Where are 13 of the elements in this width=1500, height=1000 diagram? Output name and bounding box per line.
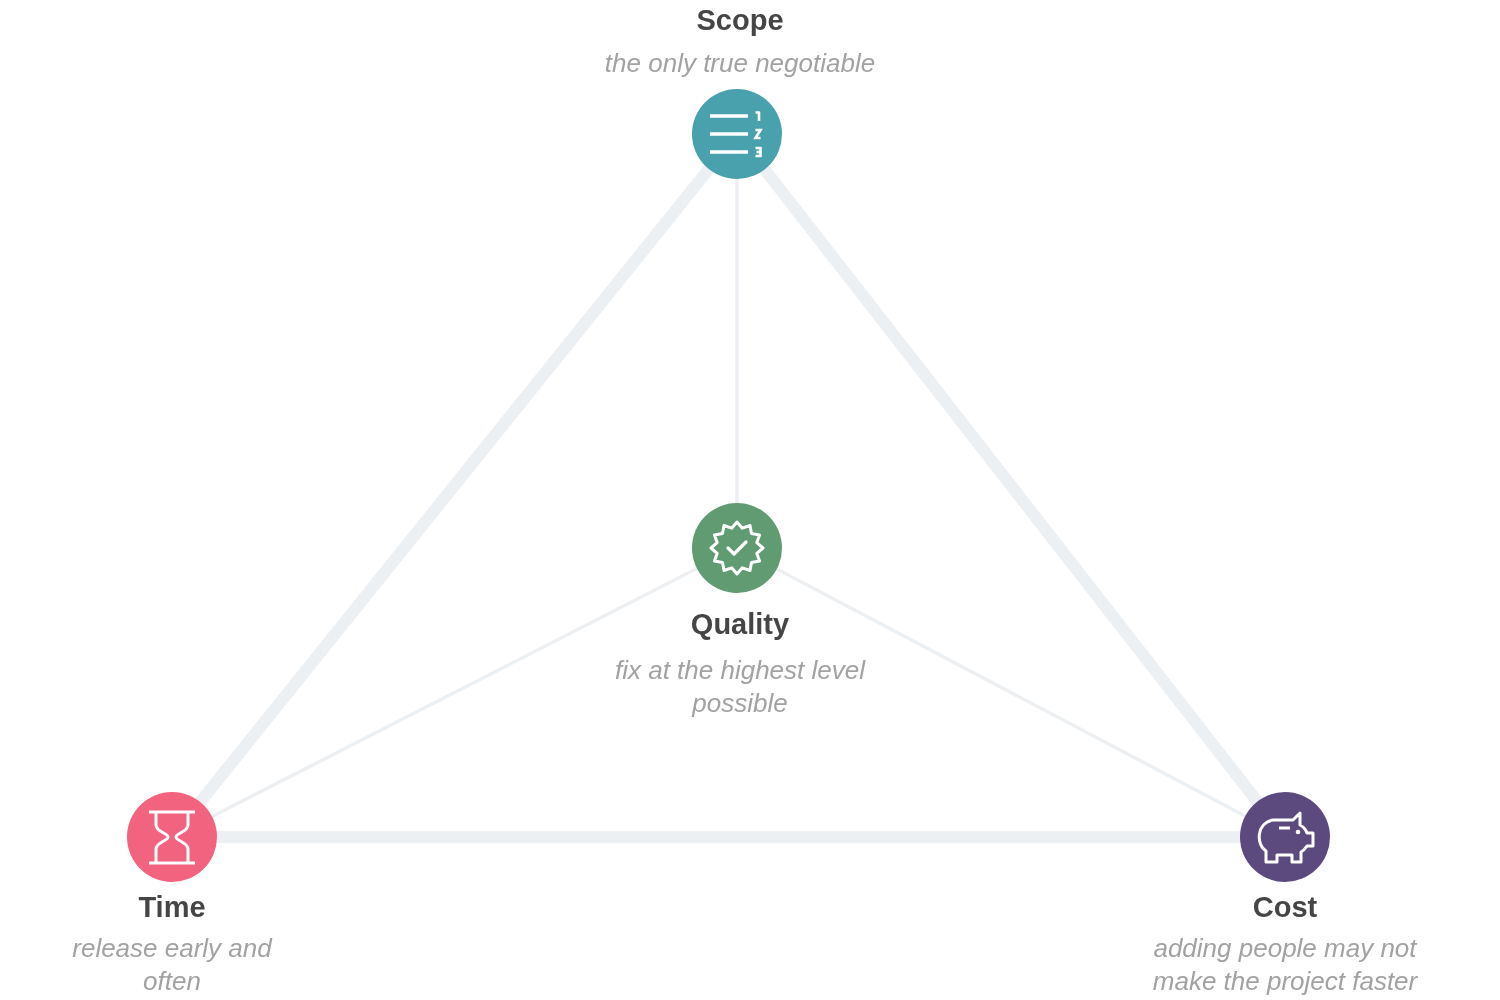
node-description: release early and often [71,932,274,998]
connector-line [759,165,1263,806]
connector-line [194,164,715,807]
connector-line [216,831,1241,843]
connector-line [775,567,1247,818]
node-title: Quality [690,608,790,640]
node-title: Scope [696,4,784,36]
node-title: Time [138,891,206,923]
node-description: fix at the highest level possible [613,654,867,720]
node-description: the only true negotiable [604,47,876,80]
connector-line [210,566,699,819]
node-description: adding people may not make the project faster [1151,932,1419,998]
node-title: Cost [1252,891,1318,923]
